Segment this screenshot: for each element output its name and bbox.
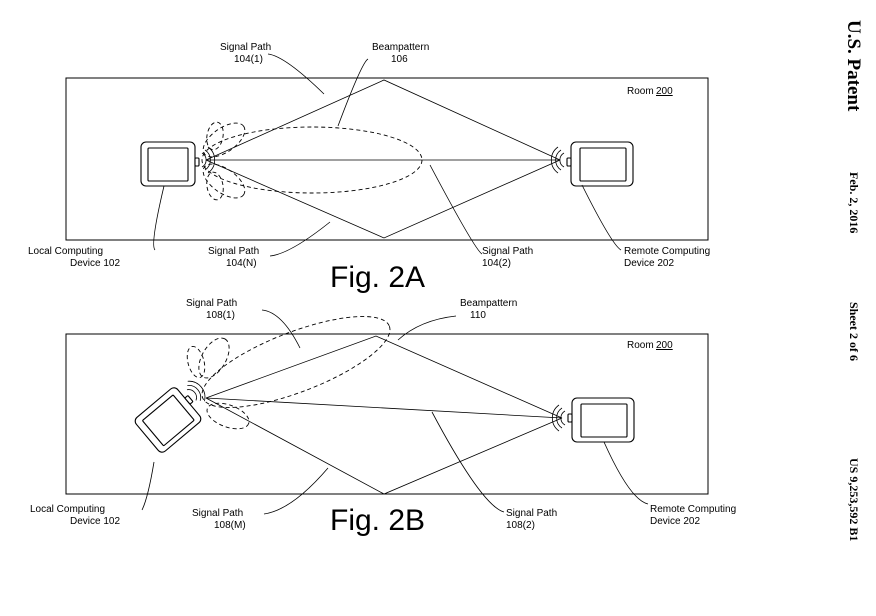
signal-path-number: 104(2)	[482, 258, 511, 269]
signal-path-label: Signal Path	[208, 246, 259, 257]
beampattern-side-lobe	[184, 344, 208, 379]
remote-computing-device	[551, 142, 633, 186]
beampattern-side-lobe	[193, 333, 236, 383]
remote-computing-device	[552, 398, 634, 442]
room-number: 200	[656, 340, 673, 351]
signal-path-number: 108(1)	[206, 310, 235, 321]
leader-line	[142, 462, 154, 510]
figure-caption: Fig. 2A	[330, 261, 425, 294]
beampattern-side-lobe	[197, 157, 250, 204]
signal-path-label: Signal Path	[506, 508, 557, 519]
room-label: Room 200	[627, 340, 673, 351]
header-date: Feb. 2, 2016	[847, 172, 861, 233]
room-number: 200	[656, 86, 673, 97]
leader-line	[398, 316, 456, 340]
signal-path-104-n	[206, 160, 560, 238]
local-device-number: Device 102	[70, 516, 120, 527]
leader-line	[264, 468, 328, 514]
beampattern-106	[197, 116, 422, 204]
header-sheet: Sheet 2 of 6	[847, 302, 861, 361]
beampattern-side-lobe	[204, 398, 253, 434]
beampattern-label: Beampattern	[460, 298, 517, 309]
leader-line	[270, 222, 330, 256]
signal-path-label: Signal Path	[220, 42, 271, 53]
room-label: Room 200	[627, 86, 673, 97]
remote-device-number: Device 202	[624, 258, 674, 269]
signal-path-108-m	[206, 398, 562, 494]
signal-path-number: 108(2)	[506, 520, 535, 531]
local-device-label: Local Computing	[28, 246, 103, 257]
signal-path-number: 104(1)	[234, 54, 263, 65]
signal-path-number: 108(M)	[214, 520, 246, 531]
leader-line	[604, 442, 648, 504]
header-patent-number: US 9,253,592 B1	[847, 458, 861, 541]
leader-line	[338, 59, 368, 126]
signal-path-108-1	[206, 336, 562, 418]
figure-2b: Room 200	[30, 298, 736, 537]
beampattern-number: 106	[391, 54, 408, 65]
header-publisher: U.S. Patent	[843, 20, 864, 112]
signal-path-104-1	[206, 80, 560, 160]
beampattern-number: 110	[470, 310, 486, 321]
beampattern-side-lobe	[205, 121, 226, 151]
signal-path-108-2	[206, 398, 562, 418]
signal-path-label: Signal Path	[482, 246, 533, 257]
local-device-label: Local Computing	[30, 504, 105, 515]
room-label-text: Room	[627, 86, 654, 97]
signal-path-label: Signal Path	[186, 298, 237, 309]
patent-header: U.S. Patent Feb. 2, 2016 Sheet 2 of 6 US…	[843, 20, 864, 541]
figure-caption: Fig. 2B	[330, 504, 425, 537]
leader-line	[430, 165, 482, 254]
leader-line	[268, 54, 324, 94]
remote-device-number: Device 202	[650, 516, 700, 527]
remote-device-label: Remote Computing	[624, 246, 710, 257]
local-device-number: Device 102	[70, 258, 120, 269]
figure-2a: Room 200	[28, 42, 710, 294]
remote-device-label: Remote Computing	[650, 504, 736, 515]
leader-line	[432, 412, 504, 512]
signal-path-label: Signal Path	[192, 508, 243, 519]
signal-path-number: 104(N)	[226, 258, 257, 269]
leader-line	[262, 310, 300, 348]
room-label-text: Room	[627, 340, 654, 351]
beampattern-label: Beampattern	[372, 42, 429, 53]
